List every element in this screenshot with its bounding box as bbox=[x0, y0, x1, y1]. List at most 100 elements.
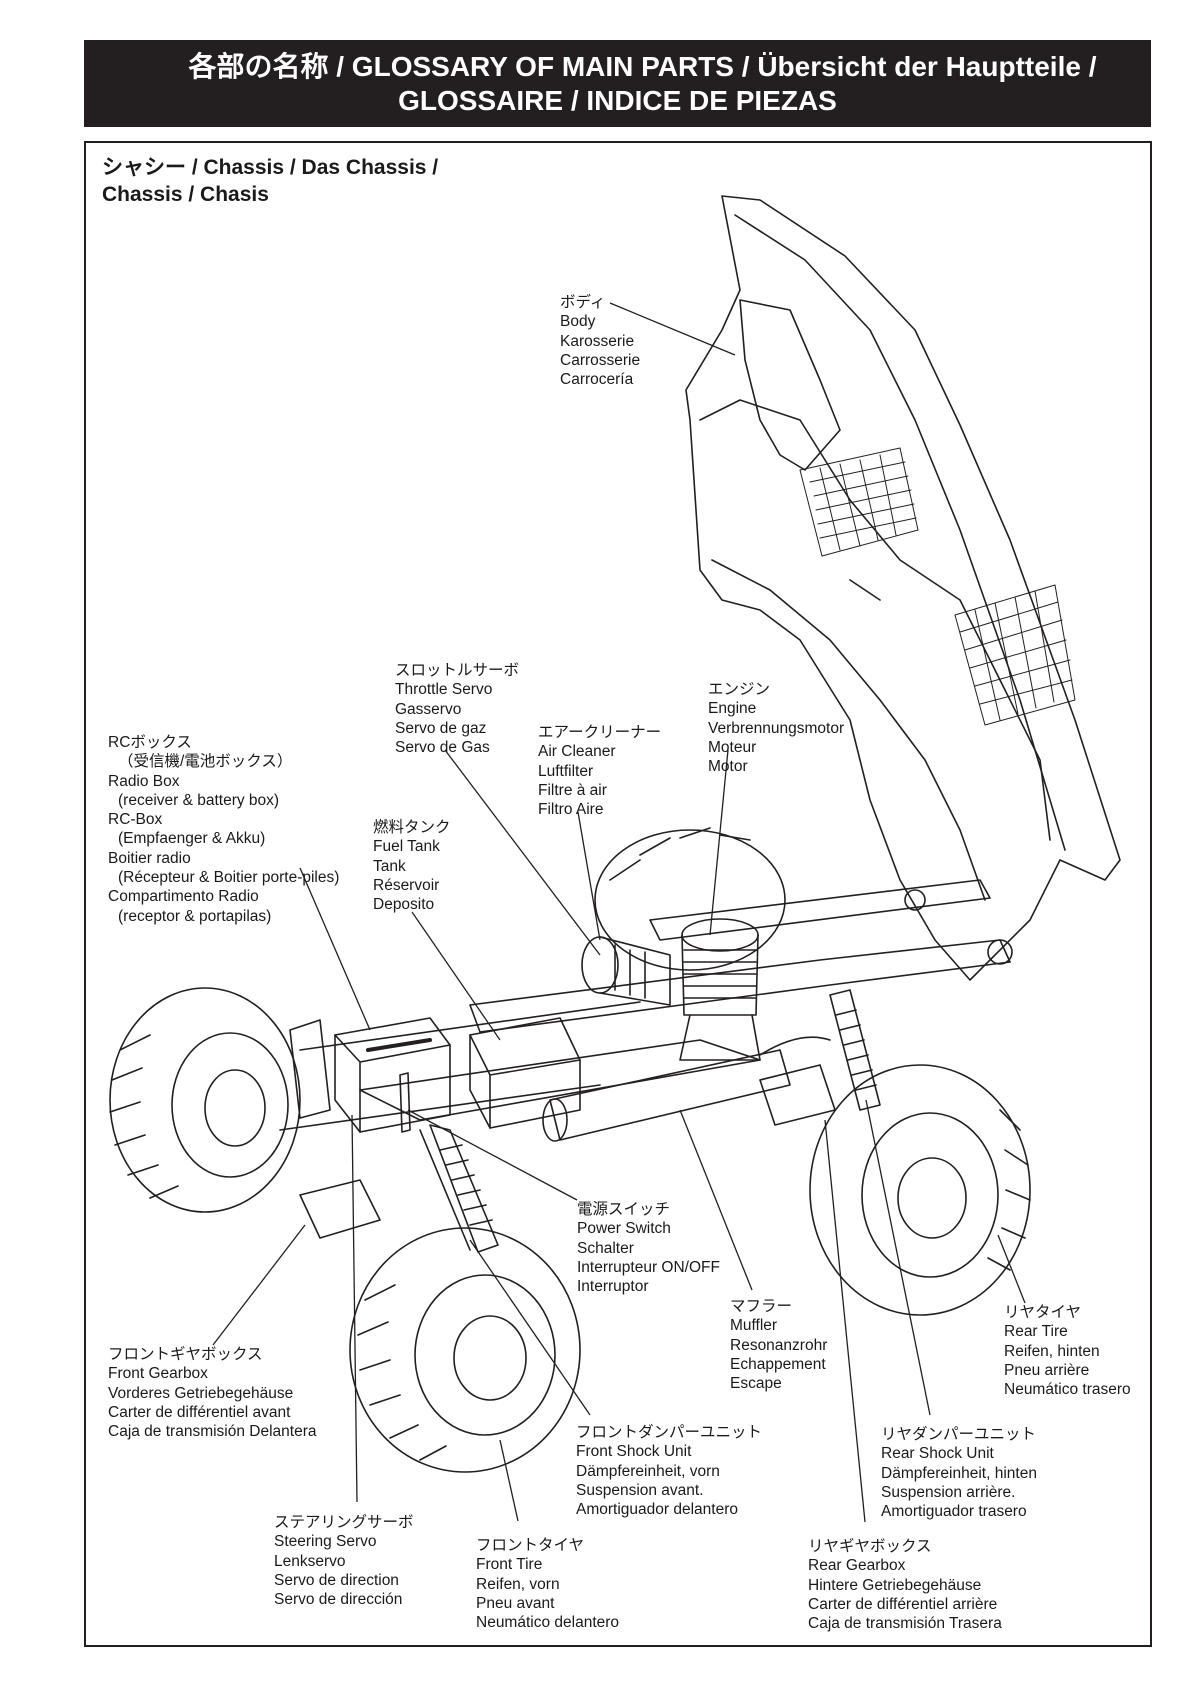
air-cleaner bbox=[581, 936, 671, 1006]
label-power-switch: 電源スイッチ Power Switch Schalter Interrupteu… bbox=[577, 1200, 720, 1296]
engine bbox=[679, 918, 761, 1061]
leader-air-cleaner bbox=[577, 811, 601, 941]
label-line: RC-Box bbox=[108, 811, 163, 829]
body-grille-upper bbox=[799, 447, 919, 557]
label-line: Servo de Gas bbox=[395, 739, 490, 757]
label-line: エンジン bbox=[708, 681, 771, 698]
label-line: Boitier radio bbox=[108, 849, 191, 867]
label-line: Servo de direction bbox=[274, 1571, 399, 1589]
label-muffler: マフラー Muffler Resonanzrohr Echappement Es… bbox=[730, 1297, 827, 1393]
label-line: フロントタイヤ bbox=[476, 1537, 585, 1554]
label-rear-shock: リヤダンパーユニット Rear Shock Unit Dämpfereinhei… bbox=[881, 1425, 1037, 1521]
label-line: リヤダンパーユニット bbox=[881, 1426, 1037, 1443]
label-line: Luftfilter bbox=[538, 762, 594, 780]
leader-steering-servo bbox=[351, 1114, 358, 1503]
front-tire-left bbox=[109, 987, 301, 1213]
label-line: Muffler bbox=[730, 1317, 778, 1335]
label-line: Hintere Getriebegehäuse bbox=[808, 1576, 982, 1594]
label-front-gearbox: フロントギヤボックス Front Gearbox Vorderes Getrie… bbox=[108, 1345, 317, 1441]
label-line: (Récepteur & Boitier porte-piles) bbox=[118, 869, 340, 887]
label-line: Echappement bbox=[730, 1355, 826, 1373]
label-line: Caja de transmisión Trasera bbox=[808, 1615, 1002, 1633]
chassis-illustration bbox=[109, 195, 1121, 1523]
label-line: Pneu arrière bbox=[1004, 1361, 1090, 1379]
label-radio-box: RCボックス （受信機/電池ボックス） Radio Box (receiver … bbox=[108, 733, 339, 926]
label-line: Front Gearbox bbox=[108, 1365, 208, 1383]
section-title: シャシー / Chassis / Das Chassis / Chassis /… bbox=[102, 154, 438, 208]
leader-muffler bbox=[679, 1109, 753, 1291]
leader-rear-shock bbox=[865, 1099, 931, 1416]
label-line: Air Cleaner bbox=[538, 743, 616, 761]
label-line: マフラー bbox=[730, 1298, 793, 1315]
label-steering-servo: ステアリングサーボ Steering Servo Lenkservo Servo… bbox=[274, 1513, 414, 1609]
label-line: Interruptor bbox=[577, 1278, 649, 1296]
label-line: 燃料タンク bbox=[373, 819, 451, 836]
label-line: Resonanzrohr bbox=[730, 1336, 828, 1354]
label-line: Steering Servo bbox=[274, 1533, 377, 1551]
label-line: Suspension avant. bbox=[576, 1481, 704, 1499]
label-line: Neumático delantero bbox=[476, 1614, 620, 1632]
header-title-line-2: GLOSSAIRE / INDICE DE PIEZAS bbox=[398, 85, 837, 116]
label-rear-tire: リヤタイヤ Rear Tire Reifen, hinten Pneu arri… bbox=[1004, 1303, 1131, 1399]
label-line: （受信機/電池ボックス） bbox=[118, 753, 293, 771]
label-line: Motor bbox=[708, 758, 748, 776]
label-line: ステアリングサーボ bbox=[274, 1514, 414, 1531]
label-rear-gearbox: リヤギヤボックス Rear Gearbox Hintere Getriebege… bbox=[808, 1537, 1002, 1633]
leader-throttle-servo bbox=[444, 749, 601, 956]
label-line: RCボックス bbox=[108, 734, 192, 751]
label-line: Karosserie bbox=[560, 332, 635, 350]
label-line: Servo de dirección bbox=[274, 1591, 403, 1609]
label-line: Throttle Servo bbox=[395, 681, 493, 699]
label-line: (Empfaenger & Akku) bbox=[118, 830, 266, 848]
label-line: Dämpfereinheit, vorn bbox=[576, 1462, 720, 1480]
body-grille-lower bbox=[954, 584, 1076, 726]
label-line: Pneu avant bbox=[476, 1594, 555, 1612]
content-frame bbox=[84, 141, 1152, 1647]
label-line: Radio Box bbox=[108, 772, 180, 790]
leader-fuel-tank bbox=[411, 911, 501, 1041]
page-header: 各部の名称 / GLOSSARY OF MAIN PARTS / Übersic… bbox=[84, 40, 1151, 127]
label-line: ボディ bbox=[560, 294, 606, 311]
label-line: Servo de gaz bbox=[395, 719, 487, 737]
label-line: Neumático trasero bbox=[1004, 1381, 1131, 1399]
chassis-frame bbox=[279, 879, 1013, 1131]
label-line: Escape bbox=[730, 1375, 782, 1393]
label-air-cleaner: エアークリーナー Air Cleaner Luftfilter Filtre à… bbox=[538, 723, 661, 819]
label-line: Dämpfereinheit, hinten bbox=[881, 1464, 1037, 1482]
label-line: Amortiguador delantero bbox=[576, 1501, 738, 1519]
leader-power-switch bbox=[407, 1109, 578, 1201]
label-line: Rear Gearbox bbox=[808, 1557, 906, 1575]
label-line: Vorderes Getriebegehäuse bbox=[108, 1384, 294, 1402]
label-line: フロントギヤボックス bbox=[108, 1346, 263, 1363]
label-line: Fuel Tank bbox=[373, 838, 440, 856]
steering-servo bbox=[289, 1019, 331, 1119]
label-line: 電源スイッチ bbox=[577, 1201, 671, 1218]
leader-rear-tire bbox=[997, 1234, 1026, 1304]
label-line: エアークリーナー bbox=[538, 724, 662, 741]
label-line: リヤギヤボックス bbox=[808, 1538, 932, 1555]
label-line: Schalter bbox=[577, 1239, 634, 1257]
rear-tire-left bbox=[594, 827, 786, 971]
label-line: Filtro Aire bbox=[538, 801, 604, 819]
label-fuel-tank: 燃料タンク Fuel Tank Tank Réservoir Deposito bbox=[373, 818, 451, 914]
label-line: Lenkservo bbox=[274, 1552, 346, 1570]
label-line: Carrocería bbox=[560, 371, 634, 389]
label-line: Amortiguador trasero bbox=[881, 1503, 1027, 1521]
label-line: Reifen, hinten bbox=[1004, 1342, 1100, 1360]
label-line: Réservoir bbox=[373, 876, 440, 894]
label-front-shock: フロントダンパーユニット Front Shock Unit Dämpferein… bbox=[576, 1423, 762, 1519]
muffler bbox=[542, 1036, 831, 1142]
leader-front-gearbox bbox=[212, 1224, 306, 1346]
radio-box bbox=[334, 1017, 451, 1133]
leader-radio-box bbox=[299, 867, 371, 1031]
front-gearbox bbox=[299, 1179, 381, 1239]
label-line: Filtre à air bbox=[538, 781, 607, 799]
label-engine: エンジン Engine Verbrennungsmotor Moteur Mot… bbox=[708, 680, 844, 776]
label-line: Deposito bbox=[373, 896, 435, 914]
label-line: Carter de différentiel avant bbox=[108, 1403, 291, 1421]
label-throttle-servo: スロットルサーボ Throttle Servo Gasservo Servo d… bbox=[395, 661, 519, 757]
leader-rear-gearbox bbox=[824, 1119, 866, 1523]
label-line: Suspension arrière. bbox=[881, 1483, 1016, 1501]
label-line: Compartimento Radio bbox=[108, 888, 259, 906]
label-line: Power Switch bbox=[577, 1220, 671, 1238]
